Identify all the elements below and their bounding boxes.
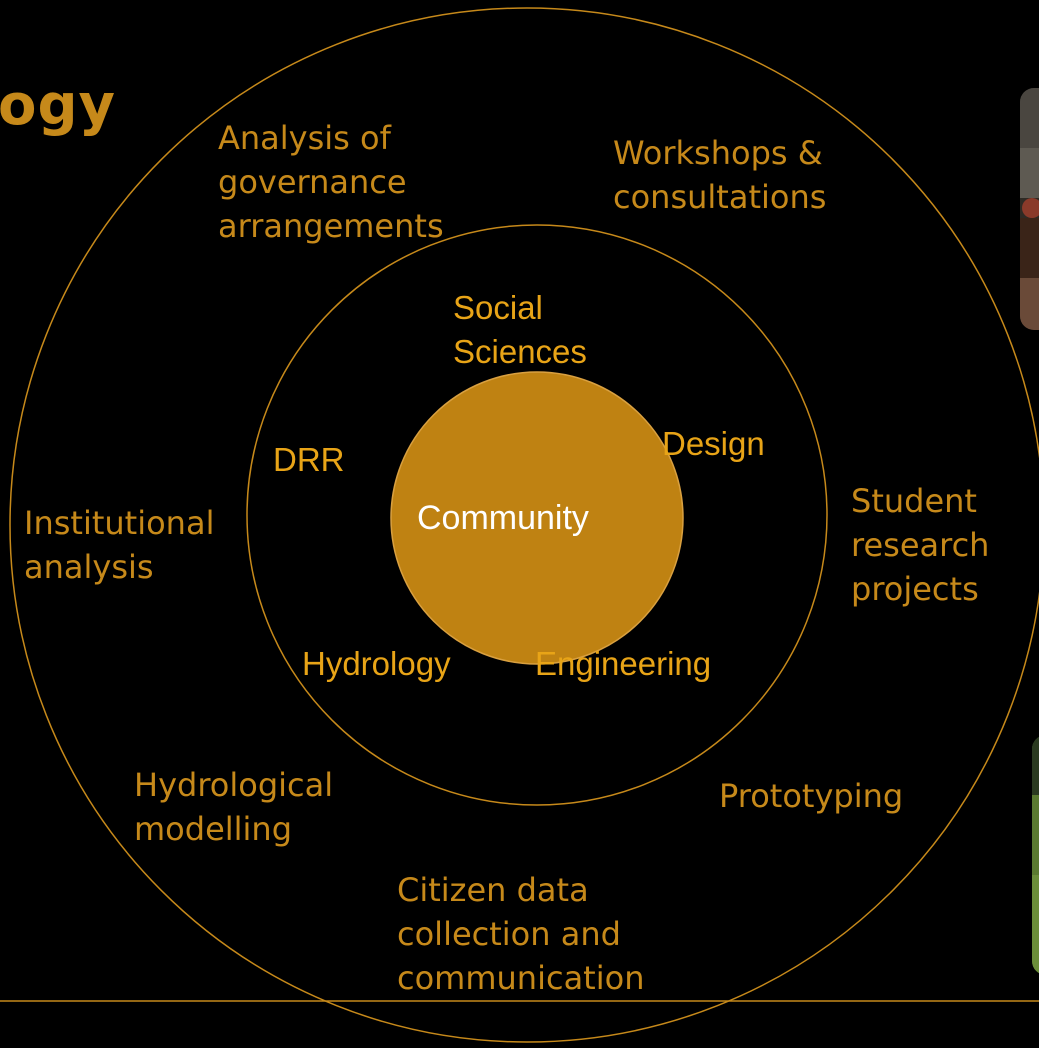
label-hydrological-modelling: Hydrological modelling [134, 766, 334, 848]
workshop-photo [1020, 88, 1039, 330]
discipline-design: Design [662, 425, 765, 462]
discipline-hydrology: Hydrology [302, 645, 451, 682]
label-workshops: Workshops & consultations [613, 134, 827, 216]
label-citizen-data: Citizen data collection and communicatio… [397, 871, 645, 997]
inner-ring [246, 224, 828, 806]
community-circle [390, 371, 684, 665]
label-governance-analysis: Analysis of governance arrangements [218, 119, 444, 245]
discipline-drr: DRR [273, 441, 345, 478]
field-photo [1032, 735, 1039, 975]
outer-ring [9, 7, 1039, 1043]
label-institutional-analysis: Institutional analysis [24, 504, 215, 586]
page-title: ogy [0, 73, 117, 138]
label-prototyping: Prototyping [719, 777, 904, 815]
label-student-projects: Student research projects [851, 482, 990, 608]
discipline-social-sciences: Social Sciences [453, 289, 587, 370]
center-community-label: Community [417, 499, 589, 537]
discipline-engineering: Engineering [535, 645, 712, 682]
